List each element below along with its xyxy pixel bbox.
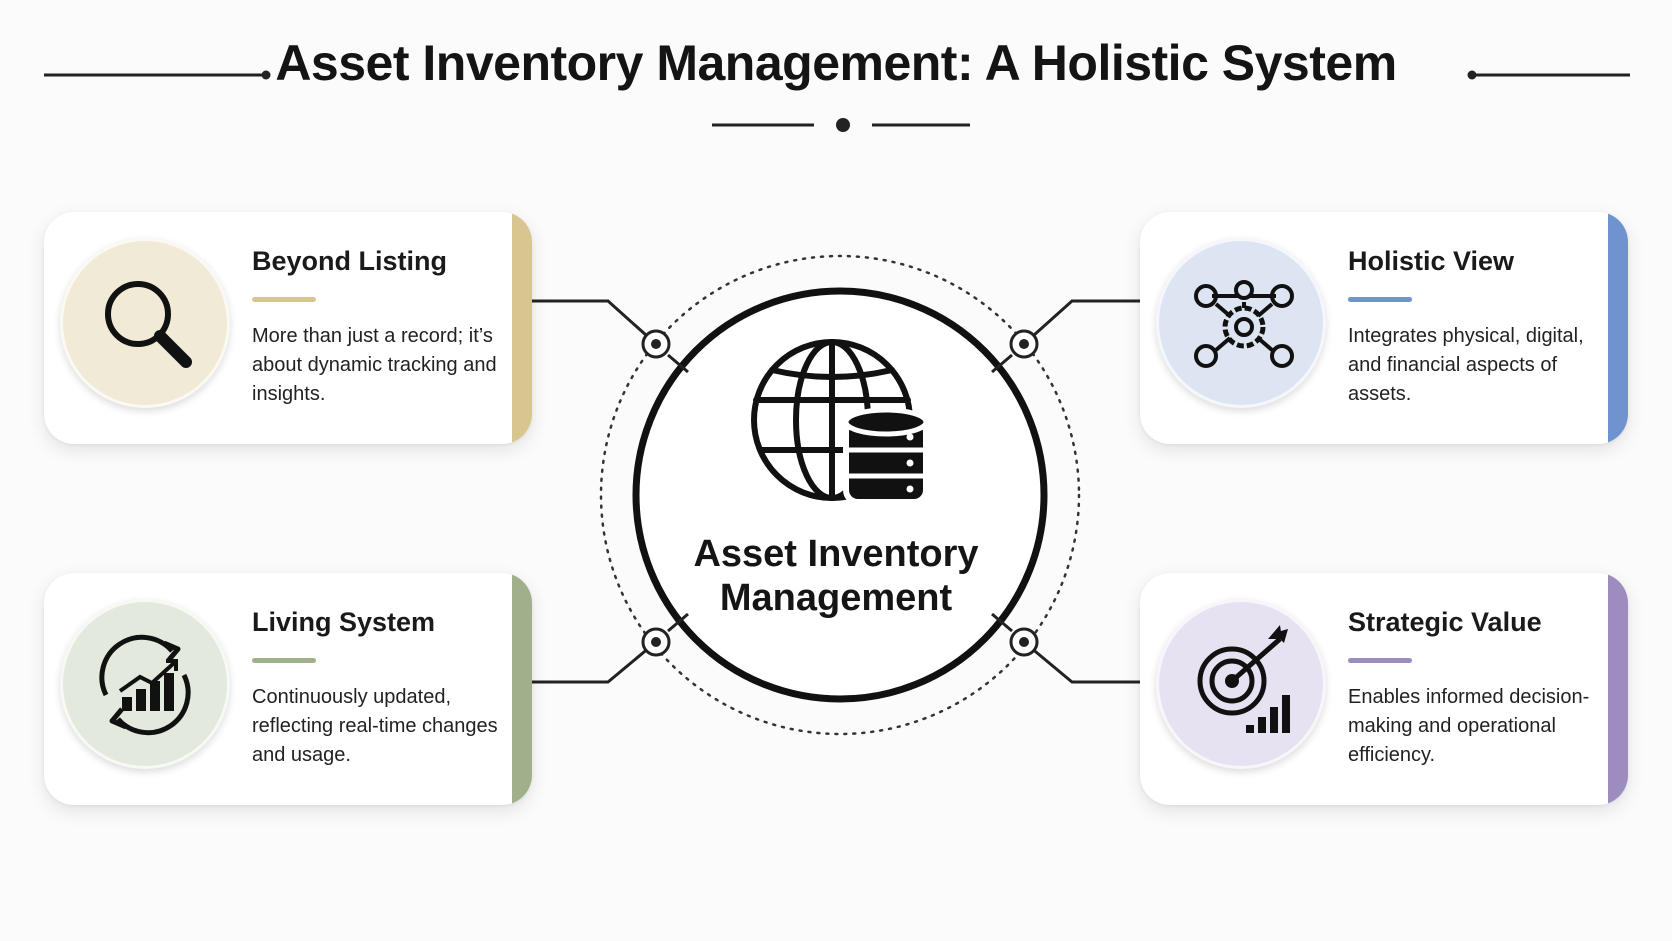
card-title: Beyond Listing xyxy=(252,246,447,276)
title-rule-left-dot xyxy=(261,70,271,80)
card-underline xyxy=(1348,658,1412,663)
hub-label: Asset Inventory Management xyxy=(693,533,979,619)
connector-node-bl xyxy=(641,627,671,657)
card-accent xyxy=(1608,212,1628,444)
connector-bottom-left xyxy=(532,612,689,684)
refresh-chart-icon xyxy=(99,634,191,736)
card-icon-circle xyxy=(1156,599,1326,769)
card-title: Living System xyxy=(252,607,436,637)
card-description: Continuously updated, reflecting real-ti… xyxy=(252,686,498,766)
card-description: Integrates physical, digital, and financ… xyxy=(1348,325,1584,405)
card-description: Enables informed decision-making and ope… xyxy=(1348,686,1590,766)
card-beyond-listing: Beyond Listing More than just a record; … xyxy=(44,212,532,444)
page-title: Asset Inventory Management: A Holistic S… xyxy=(275,35,1397,91)
connector-bottom-right xyxy=(991,612,1140,684)
card-title: Holistic View xyxy=(1348,246,1515,276)
card-strategic-value: Strategic Value Enables informed decisio… xyxy=(1140,573,1628,805)
connector-top-left xyxy=(532,299,689,374)
card-description: More than just a record; it’s about dyna… xyxy=(252,325,497,405)
connector-node-tl xyxy=(641,329,671,359)
card-title: Strategic Value xyxy=(1348,607,1542,637)
globe-database-icon xyxy=(751,339,929,505)
card-underline xyxy=(252,658,316,663)
card-accent xyxy=(512,573,532,805)
card-underline xyxy=(252,297,316,302)
card-accent xyxy=(512,212,532,444)
connector-node-br xyxy=(1009,627,1039,657)
card-icon-circle xyxy=(60,599,230,769)
target-chart-icon xyxy=(1197,625,1290,733)
network-gear-icon xyxy=(1194,280,1294,368)
magnifying-glass-icon xyxy=(105,281,192,368)
title-rule-right-dot xyxy=(1467,70,1477,80)
card-underline xyxy=(1348,297,1412,302)
title-divider-dot xyxy=(836,118,850,132)
hub-dotted-ring xyxy=(599,254,1081,736)
card-icon-circle xyxy=(1156,238,1326,408)
card-living-system: Living System Continuously updated, refl… xyxy=(44,573,532,805)
card-icon-circle xyxy=(60,238,230,408)
connector-node-tr xyxy=(1009,329,1039,359)
card-accent xyxy=(1608,573,1628,805)
card-holistic-view: Holistic View Integrates physical, digit… xyxy=(1140,212,1628,444)
connector-top-right xyxy=(991,299,1140,374)
